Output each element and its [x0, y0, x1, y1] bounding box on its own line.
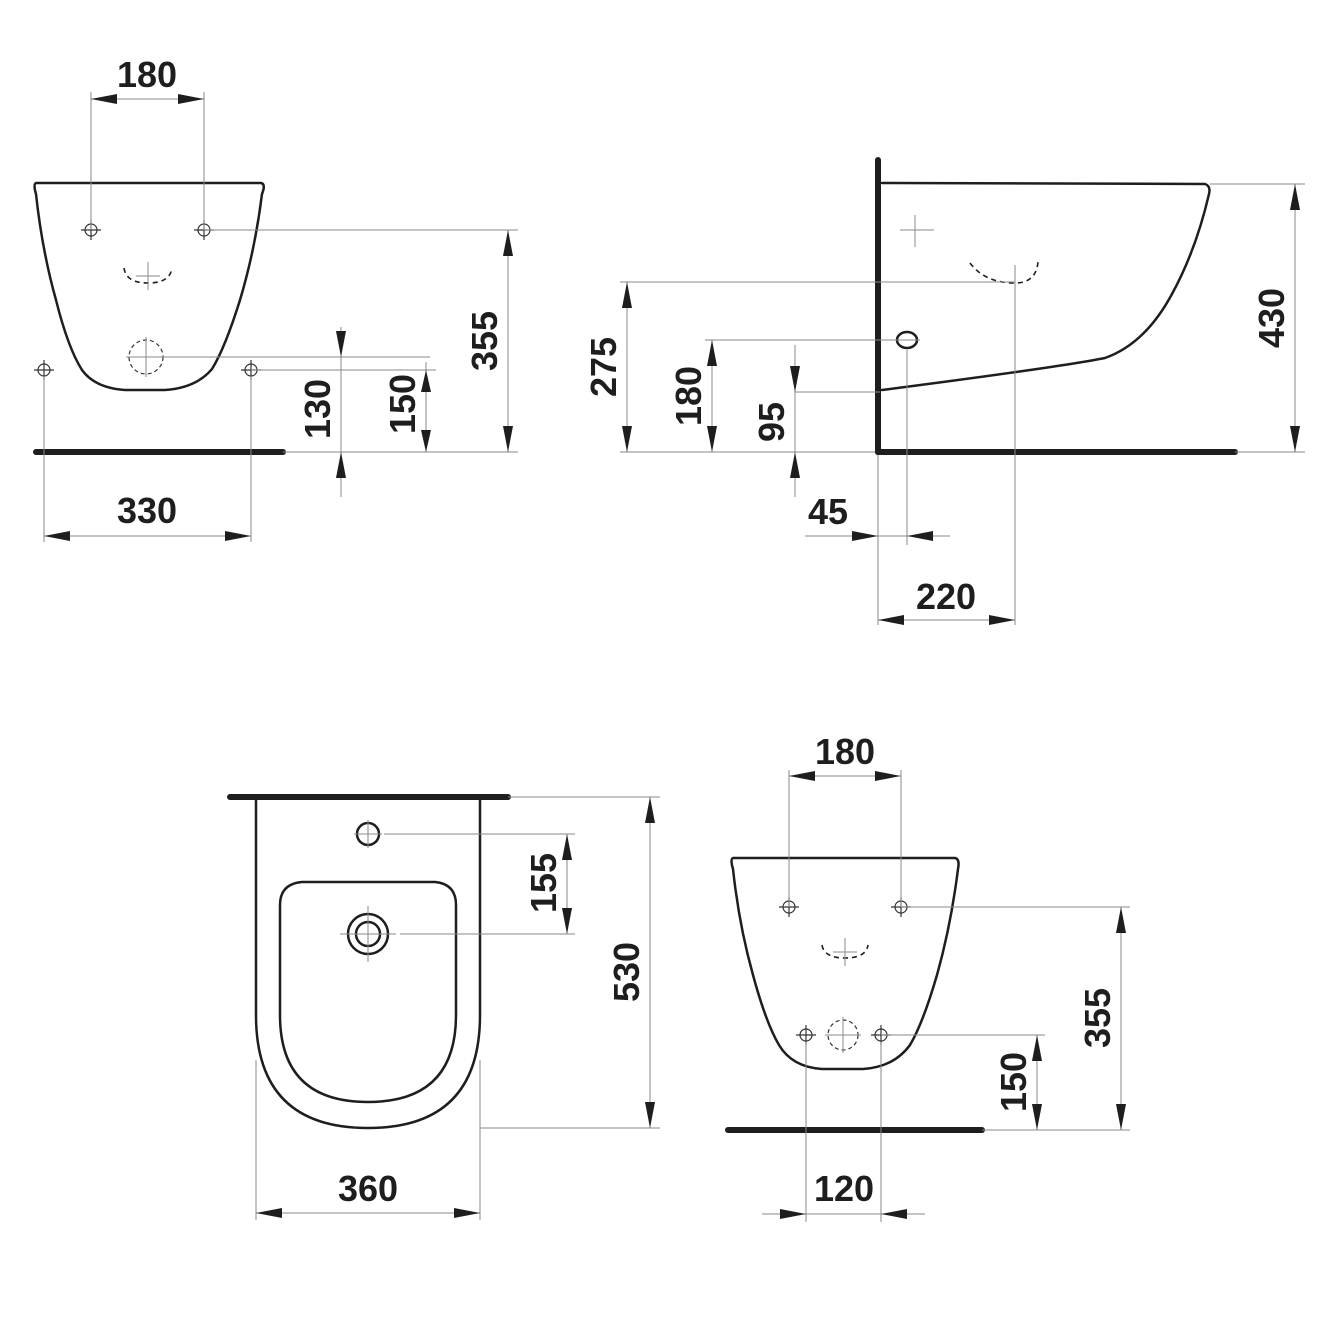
dim-drain-height-top: 130	[297, 379, 338, 439]
dim-inlet-height: 180	[668, 366, 709, 426]
dim-fixing-height-bottom: 355	[1077, 988, 1118, 1048]
front-view-bottom: 180 355 150 120	[725, 731, 1130, 1222]
dim-waste-offset: 220	[916, 576, 976, 617]
front-view-top: 180 355 130 150 330	[33, 54, 518, 542]
dim-total-height: 430	[1251, 288, 1292, 348]
dim-inlet-offset: 45	[808, 491, 848, 532]
dim-water-spacing-top: 330	[117, 490, 177, 531]
dim-fixing-height-top: 355	[464, 311, 505, 371]
bowl-plan-outline	[278, 880, 458, 1104]
dim-water-spacing-bottom: 120	[814, 1168, 874, 1209]
dim-projection: 530	[606, 942, 647, 1002]
dim-plan-width: 360	[338, 1168, 398, 1209]
bidet-front-outline-bottom	[730, 856, 960, 1071]
dim-water-height-top: 150	[382, 374, 423, 434]
bidet-plan-outline	[254, 798, 482, 1130]
side-waste-dashed	[969, 261, 1039, 284]
dim-fixing-spacing-top: 180	[117, 54, 177, 95]
bidet-side-outline	[880, 181, 1211, 392]
bidet-front-outline	[33, 181, 265, 392]
dim-inlet-small-height: 95	[751, 402, 792, 442]
plan-view: 530 155 360	[227, 794, 660, 1220]
dim-water-height-bottom: 150	[993, 1052, 1034, 1112]
side-view: 430 275 180 95 45 220	[583, 157, 1305, 625]
dim-tap-to-drain: 155	[523, 853, 564, 913]
dim-fixing-spacing-bottom: 180	[815, 731, 875, 772]
dim-waste-height: 275	[583, 337, 624, 397]
